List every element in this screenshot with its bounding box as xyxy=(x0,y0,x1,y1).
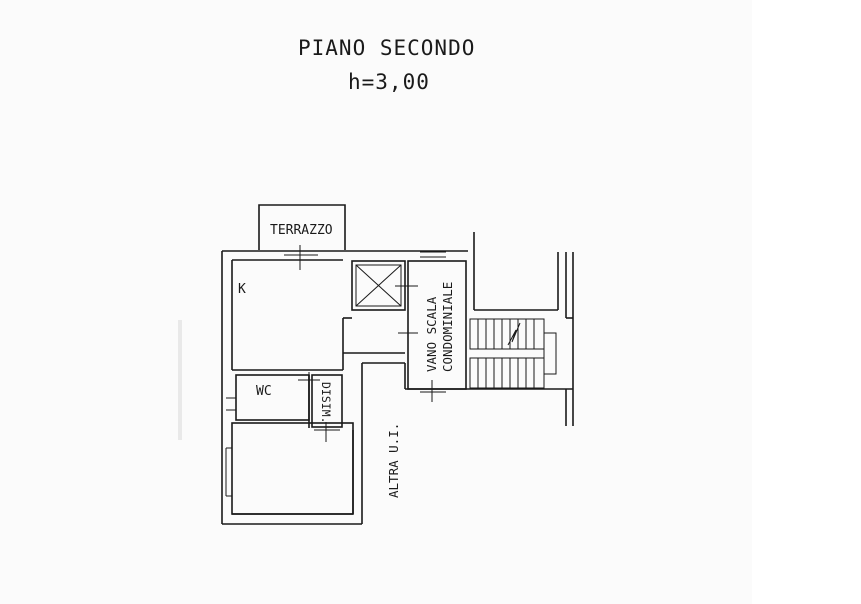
lower-room xyxy=(225,422,354,515)
terrace: TERRAZZO xyxy=(258,204,346,250)
outer-walls xyxy=(221,250,468,525)
kitchen-label: K xyxy=(238,282,246,297)
stairwell-label-line1: VANO SCALA xyxy=(424,296,439,372)
hallway-label: DISIM. xyxy=(319,382,333,424)
staircase xyxy=(466,232,574,426)
terrace-label: TERRAZZO xyxy=(270,223,333,238)
ceiling-height-label: h=3,00 xyxy=(348,70,430,94)
hallway: DISIM. xyxy=(311,374,343,442)
terrace-door xyxy=(284,245,318,270)
wc-label: WC xyxy=(256,384,272,399)
page-margin xyxy=(752,0,861,604)
scan-mark xyxy=(178,320,182,440)
stairwell: VANO SCALA CONDOMINIALE xyxy=(398,251,467,402)
lift-shaft xyxy=(351,260,418,311)
other-unit-label: ALTRA U.I. xyxy=(386,423,401,498)
wc-room: WC xyxy=(226,372,320,428)
stairwell-label-line2: CONDOMINIALE xyxy=(440,282,455,372)
floor-title: PIANO SECONDO xyxy=(298,36,476,60)
